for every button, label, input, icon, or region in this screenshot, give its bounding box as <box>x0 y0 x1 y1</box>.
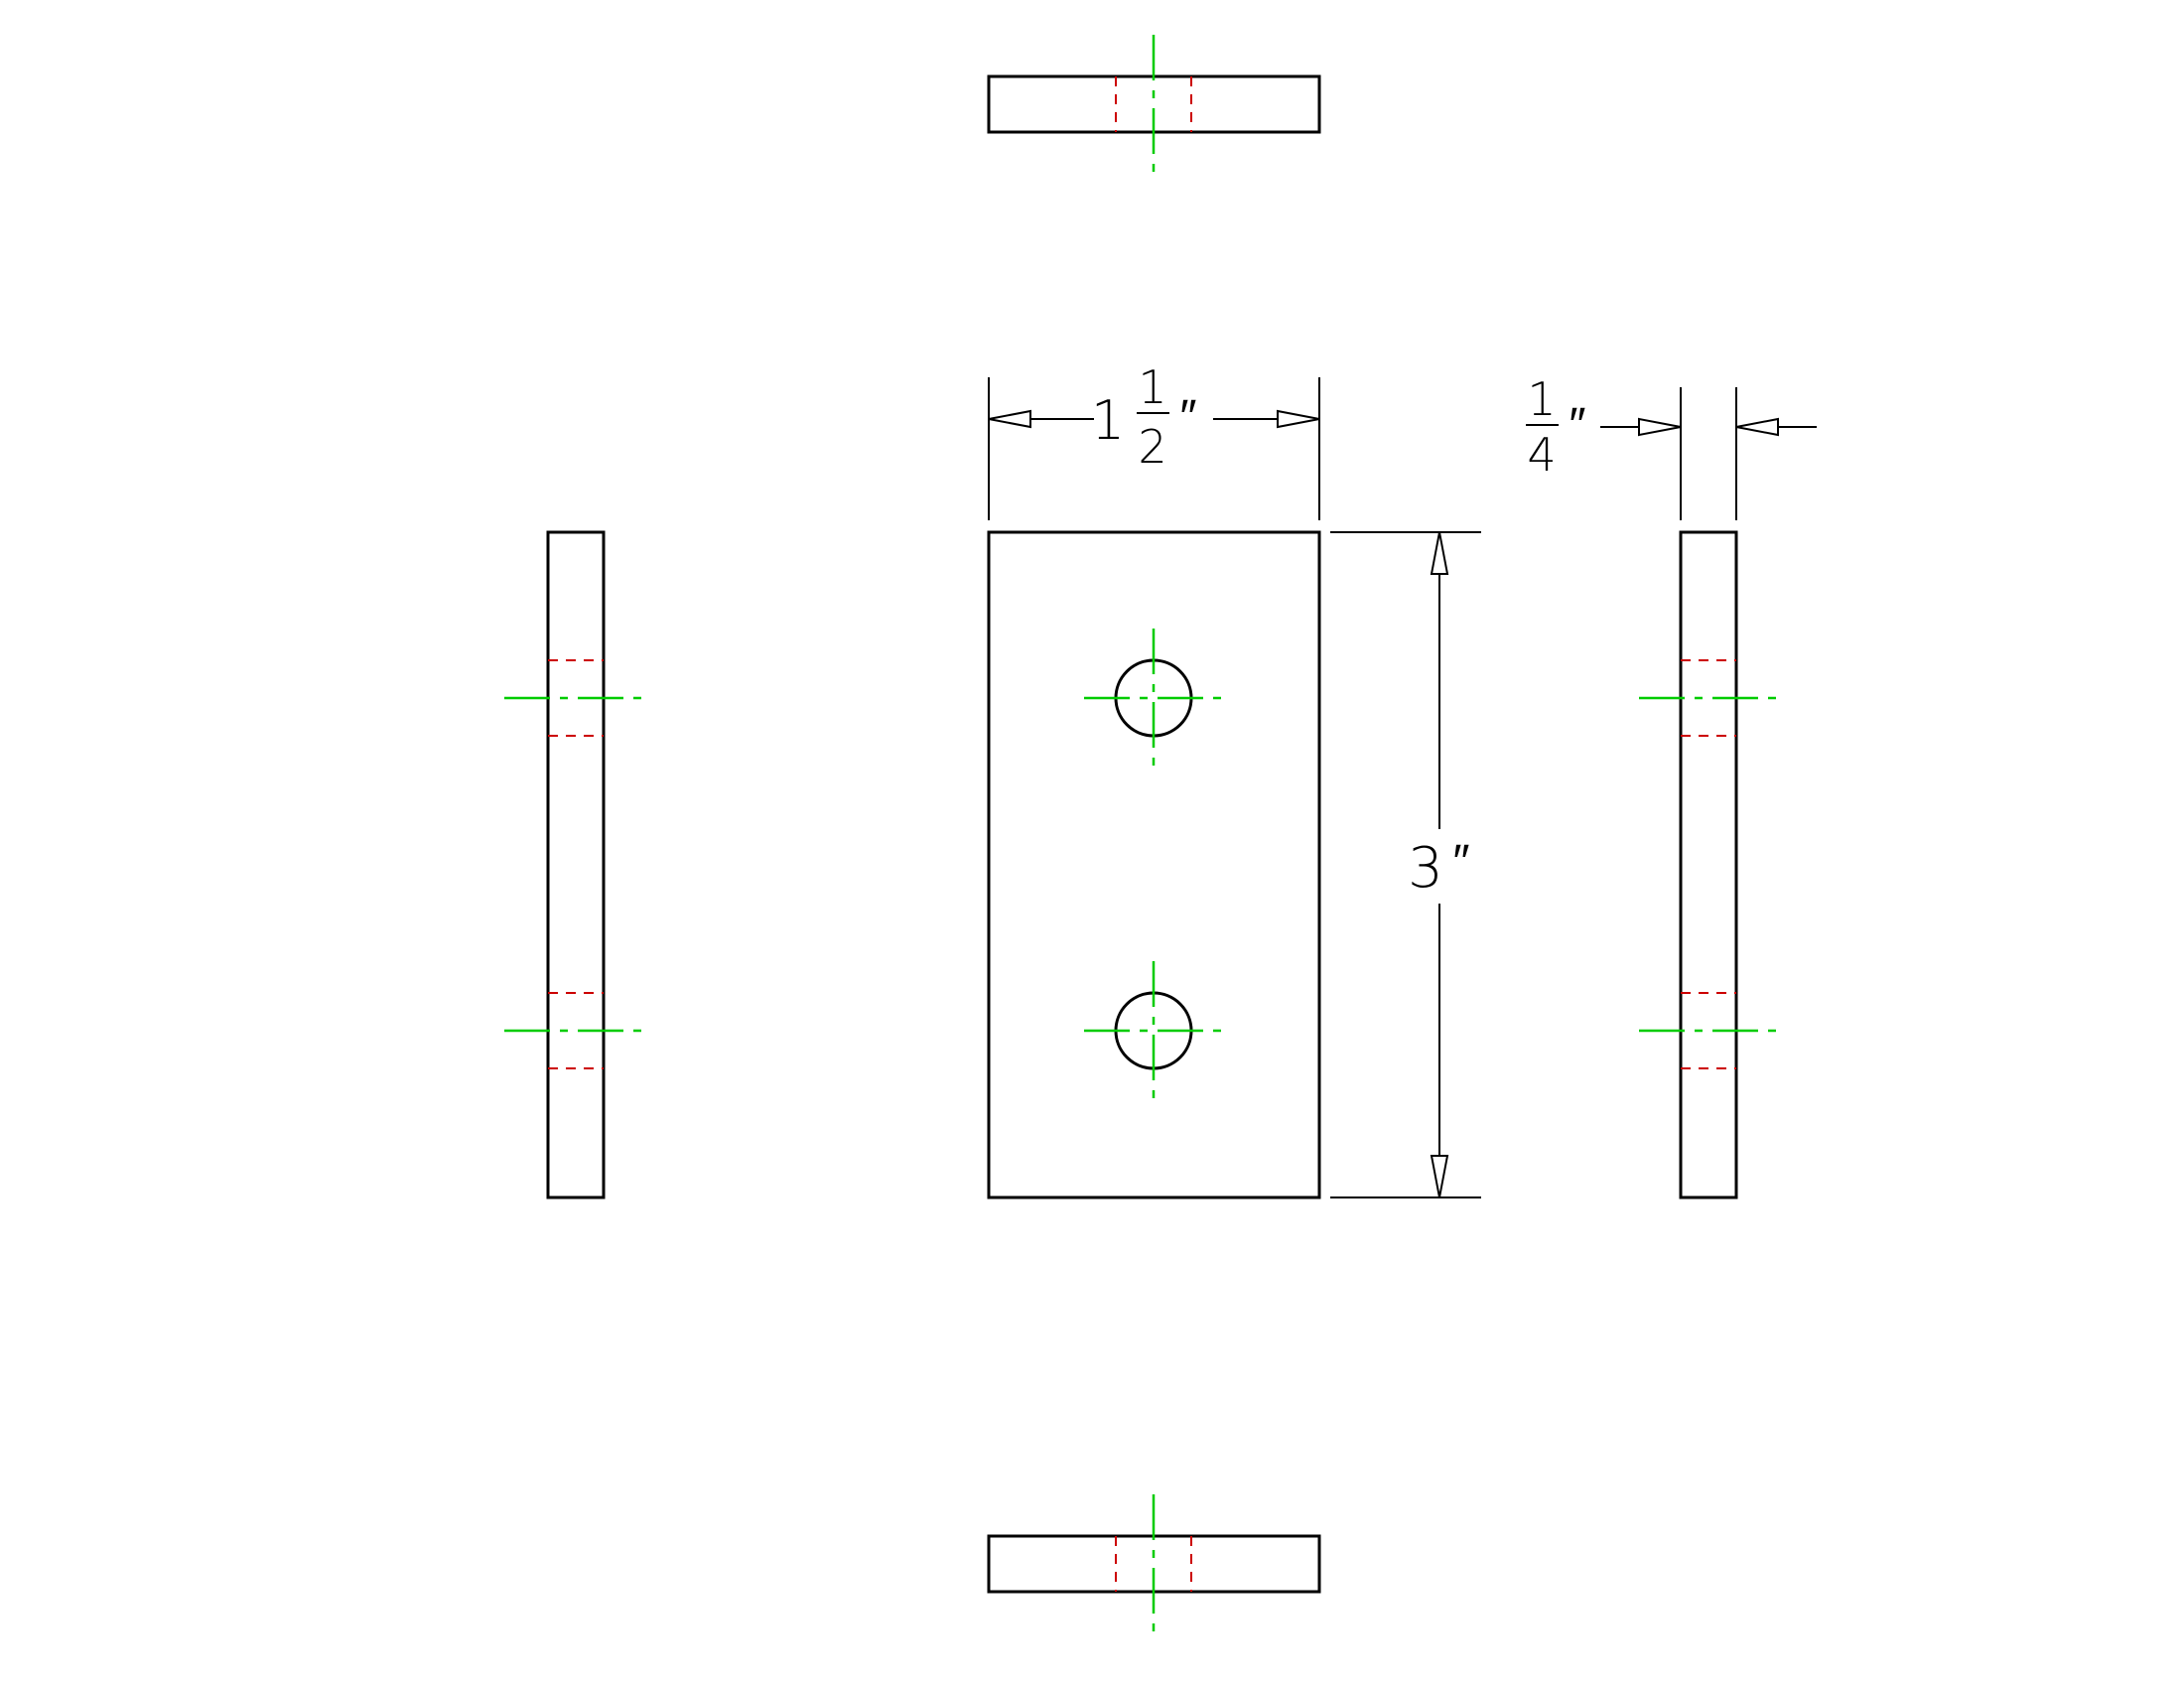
width-dim-whole: 1 <box>1091 389 1125 452</box>
thickness-dim-denominator: 4 <box>1527 428 1556 482</box>
width-dimension: 1 1 2 ″ <box>988 360 1320 520</box>
front-view-outline <box>987 530 1321 1199</box>
height-dim-value: 3 <box>1408 836 1443 901</box>
height-arrow-bottom <box>1430 1155 1449 1198</box>
left-view-outline <box>546 530 606 1199</box>
thickness-dimension: 1 4 ″ <box>1526 372 1817 520</box>
height-dimension: 3 ″ <box>1330 531 1481 1198</box>
right-view-outline <box>1679 530 1738 1199</box>
left-side-view <box>504 530 643 1199</box>
height-dim-unit: ″ <box>1453 834 1470 890</box>
width-arrow-left <box>988 409 1031 429</box>
width-dim-numerator: 1 <box>1138 360 1166 414</box>
thickness-arrow-right <box>1735 417 1779 437</box>
thickness-arrow-left <box>1638 417 1682 437</box>
thickness-dim-numerator: 1 <box>1527 372 1556 426</box>
width-arrow-right <box>1277 409 1320 429</box>
height-arrow-top <box>1430 531 1449 575</box>
width-dim-denominator: 2 <box>1138 420 1166 474</box>
right-side-view <box>1639 530 1778 1199</box>
front-view <box>987 530 1321 1199</box>
top-view <box>987 35 1321 174</box>
width-dim-unit: ″ <box>1180 389 1197 445</box>
bottom-view <box>987 1494 1321 1633</box>
thickness-dim-unit: ″ <box>1570 397 1586 453</box>
